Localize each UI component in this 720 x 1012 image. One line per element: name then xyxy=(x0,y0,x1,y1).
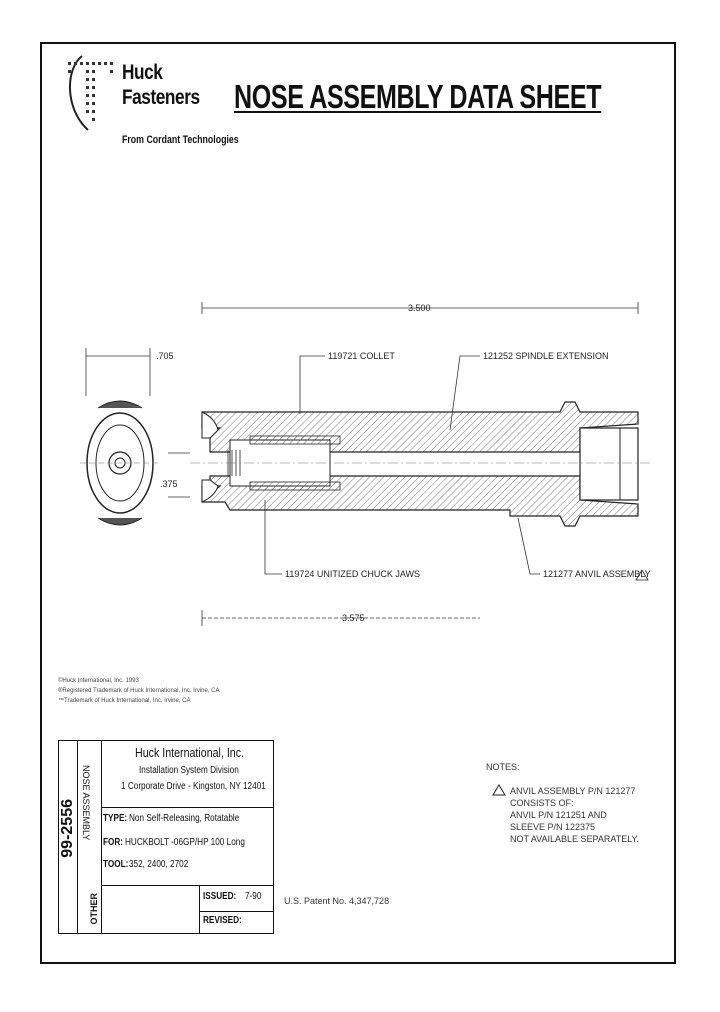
type-label: TYPE: xyxy=(103,813,128,824)
title-block-divider xyxy=(101,741,102,933)
brand-line-2: Fasteners xyxy=(122,86,200,109)
title-block-rule xyxy=(199,911,273,912)
document-category: NOSE ASSEMBLY xyxy=(81,765,91,841)
brand-subtitle: From Cordant Technologies xyxy=(122,134,239,146)
huck-logo-icon xyxy=(68,55,113,131)
document-number: 99-2556 xyxy=(59,799,76,858)
dim-width-label: .705 xyxy=(156,351,174,361)
copyright-line: ©Huck International, Inc. 1993 xyxy=(58,678,139,684)
brand-name: Huck Fasteners xyxy=(122,60,200,110)
notes-heading: NOTES: xyxy=(486,762,520,772)
title-block-rule xyxy=(101,807,273,808)
sheet-border xyxy=(40,42,676,964)
title-block-divider xyxy=(199,885,200,933)
note-triangle-icon xyxy=(492,784,506,796)
title-block-divider xyxy=(77,741,78,933)
for-value: HUCKBOLT -06GP/HP 100 Long xyxy=(125,837,245,848)
patent-number: U.S. Patent No. 4,347,728 xyxy=(284,896,390,906)
label-chuck-jaws: 119724 UNITIZED CHUCK JAWS xyxy=(285,569,420,579)
tool-label: TOOL: xyxy=(103,859,129,870)
tool-value: 352, 2400, 2702 xyxy=(129,859,189,870)
other-label: OTHER xyxy=(89,893,99,925)
trademark-line: ™Trademark of Huck International, Inc. I… xyxy=(58,698,191,704)
issued-label: ISSUED: xyxy=(203,891,237,902)
company-address: 1 Corporate Drive - Kingston, NY 12401 xyxy=(121,781,266,792)
registered-trademark-line: ®Registered Trademark of Huck Internatio… xyxy=(58,688,220,694)
for-label: FOR: xyxy=(103,837,124,848)
label-spindle-extension: 121252 SPINDLE EXTENSION xyxy=(483,351,609,361)
note-line-5: NOT AVAILABLE SEPARATELY. xyxy=(510,834,639,844)
nose-assembly-drawing: 3.500 .705 .375 119721 COLLET 121252 SPI… xyxy=(80,302,651,626)
page-title: NOSE ASSEMBLY DATA SHEET xyxy=(234,78,602,115)
label-collet: 119721 COLLET xyxy=(328,351,395,361)
dim-overall-label: 3.500 xyxy=(408,303,431,313)
title-block: 99-2556 NOSE ASSEMBLY OTHER Huck Interna… xyxy=(58,740,274,934)
note-line-2: CONSISTS OF: xyxy=(510,798,574,808)
type-value: Non Self-Releasing, Rotatable xyxy=(129,813,240,824)
dim-lower-label: 3.575 xyxy=(342,613,365,623)
division-name: Installation System Division xyxy=(139,765,239,776)
note-line-1: ANVIL ASSEMBLY P/N 121277 xyxy=(510,786,636,796)
dim-diameter-label: .375 xyxy=(160,479,178,489)
revised-label: REVISED: xyxy=(203,915,242,926)
label-anvil-assembly: 121277 ANVIL ASSEMBLY xyxy=(543,569,651,579)
company-name: Huck International, Inc. xyxy=(135,745,245,760)
note-line-3: ANVIL P/N 121251 AND xyxy=(510,810,607,820)
issued-value: 7-90 xyxy=(245,891,262,902)
brand-line-1: Huck xyxy=(122,61,163,84)
note-triangle-icon xyxy=(635,569,649,581)
note-line-4: SLEEVE P/N 122375 xyxy=(510,822,596,832)
title-block-rule xyxy=(101,885,273,886)
